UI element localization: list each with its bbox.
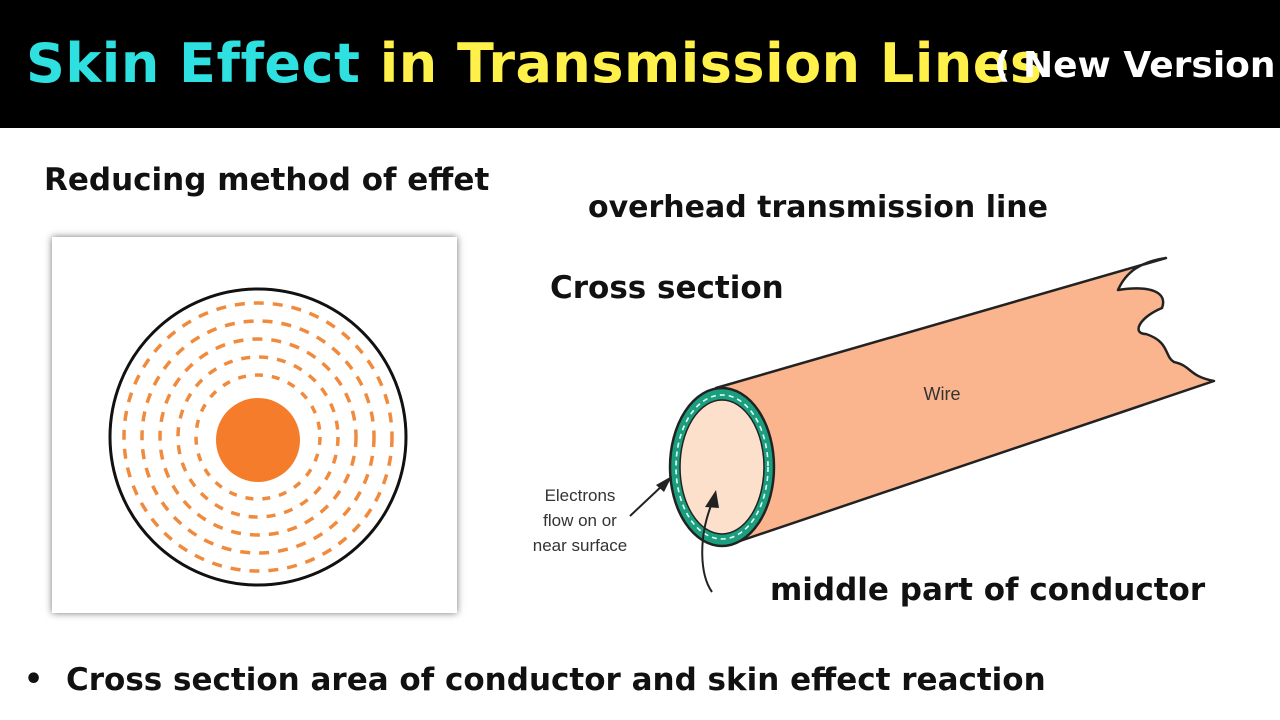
current-ring-3 xyxy=(158,337,358,537)
wire-body xyxy=(714,256,1216,547)
wire-label: Wire xyxy=(924,384,961,404)
cross-section-heading: Cross section xyxy=(550,270,784,306)
cross-section-diagram xyxy=(108,287,408,587)
current-ring-2 xyxy=(140,319,376,555)
current-ring-4 xyxy=(176,355,340,519)
title-part-skin-effect: Skin Effect xyxy=(26,32,361,95)
title-part-transmission-lines: in Transmission Lines xyxy=(379,32,1043,95)
version-tag: ( New Version ) xyxy=(994,45,1280,86)
wire-diagram: Wire Electrons flow on or near surface xyxy=(533,256,1216,593)
bullet-text: Cross section area of conductor and skin… xyxy=(66,662,1046,698)
cross-section-panel xyxy=(52,237,457,613)
electrons-label-line-3: near surface xyxy=(533,536,628,555)
surface-electron-path xyxy=(675,394,769,540)
bullet-dot-icon: • xyxy=(24,662,44,697)
electrons-arrow-line xyxy=(629,483,665,517)
current-ring-5 xyxy=(194,373,322,501)
page-title: Skin Effect in Transmission Lines xyxy=(26,24,1043,104)
title-banner: Skin Effect in Transmission Lines ( New … xyxy=(0,0,1280,128)
middle-arrowhead-icon xyxy=(705,490,719,508)
electrons-arrowhead-icon xyxy=(656,476,672,492)
current-ring-1 xyxy=(122,301,394,573)
electrons-label-line-1: Electrons xyxy=(545,486,616,505)
middle-part-label: middle part of conductor xyxy=(770,572,1206,608)
overhead-line-heading: overhead transmission line xyxy=(588,190,1048,225)
conductor-core xyxy=(216,398,300,482)
wire-end-face xyxy=(679,399,765,535)
reducing-method-heading: Reducing method of effet xyxy=(44,162,490,198)
middle-arrow-line xyxy=(701,502,713,593)
electrons-label-line-2: flow on or xyxy=(543,511,617,530)
